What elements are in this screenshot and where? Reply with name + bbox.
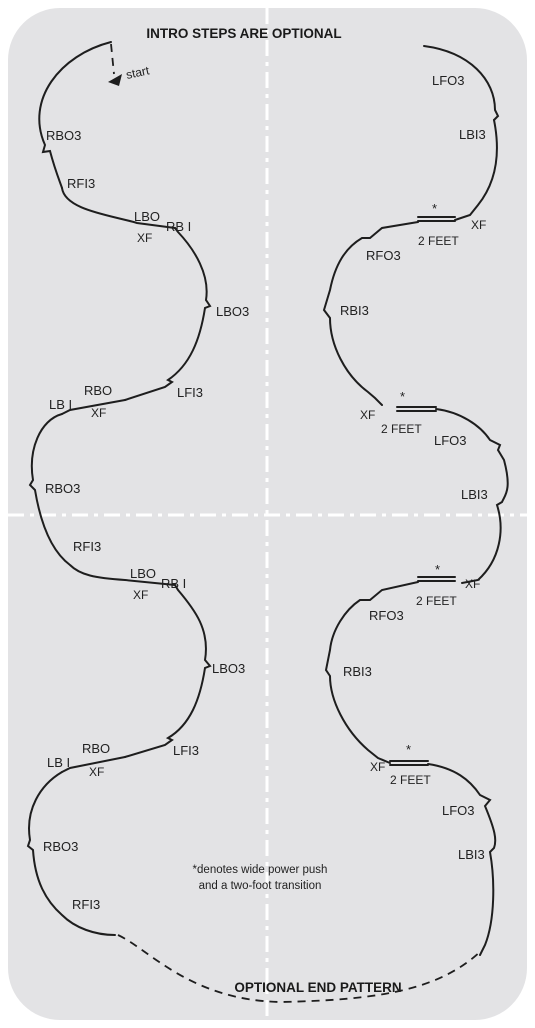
crossfoot-label: XF [91, 406, 106, 420]
crossfoot-label: XF [370, 760, 385, 774]
left-edge-label: LBO [134, 209, 160, 224]
two-feet-label: 2 FEET [418, 234, 459, 248]
power-push-marker: * [435, 562, 440, 577]
power-push-marker: * [406, 742, 411, 757]
left-end-dashed [117, 934, 483, 1003]
start-arrow-icon [108, 74, 122, 86]
left-edge-label: RBO3 [46, 128, 81, 143]
crossfoot-label: XF [89, 765, 104, 779]
left-edge-label: LB I [47, 755, 70, 770]
two-feet-label: 2 FEET [390, 773, 431, 787]
crossfoot-label: XF [360, 408, 375, 422]
left-edge-label: RB I [166, 219, 191, 234]
two-feet-label: 2 FEET [381, 422, 422, 436]
left-edge-label: RBO [84, 383, 112, 398]
right-edge-label: LBI3 [459, 127, 486, 142]
right-edge-label: LBI3 [461, 487, 488, 502]
crossfoot-label: XF [465, 577, 480, 591]
right-edge-label: RFO3 [369, 608, 404, 623]
left-edge-label: LBO3 [216, 304, 249, 319]
right-edge-label: LFO3 [434, 433, 467, 448]
bottom-title: OPTIONAL END PATTERN [234, 980, 401, 995]
power-push-marker: * [400, 389, 405, 404]
right-edge-label: RBI3 [340, 303, 369, 318]
crossfoot-label: XF [471, 218, 486, 232]
crossfoot-label: XF [133, 588, 148, 602]
left-edge-label: LBO3 [212, 661, 245, 676]
left-edge-label: RBO3 [43, 839, 78, 854]
two-feet-label: 2 FEET [416, 594, 457, 608]
right-edge-label: LFO3 [442, 803, 475, 818]
left-edge-label: RBO [82, 741, 110, 756]
left-edge-label: LBO [130, 566, 156, 581]
right-edge-label: LBI3 [458, 847, 485, 862]
right-edge-label: RFO3 [366, 248, 401, 263]
left-edge-label: RFI3 [67, 176, 95, 191]
left-edge-label: RBO3 [45, 481, 80, 496]
power-push-marker: * [432, 201, 437, 216]
footnote-line-1: *denotes wide power push [193, 864, 328, 876]
crossfoot-label: XF [137, 231, 152, 245]
footnote-line-2: and a two-foot transition [199, 880, 322, 892]
left-edge-label: LFI3 [177, 385, 203, 400]
left-edge-label: LFI3 [173, 743, 199, 758]
right-trace [322, 45, 509, 956]
left-edge-label: RB I [161, 576, 186, 591]
left-edge-label: LB I [49, 397, 72, 412]
right-edge-label: RBI3 [343, 664, 372, 679]
left-edge-label: RFI3 [73, 539, 101, 554]
top-title: INTRO STEPS ARE OPTIONAL [146, 26, 341, 41]
left-edge-label: RFI3 [72, 897, 100, 912]
right-edge-label: LFO3 [432, 73, 465, 88]
start-label: start [125, 63, 151, 82]
left-trace [26, 41, 483, 1003]
start-dashed-line [110, 43, 115, 75]
